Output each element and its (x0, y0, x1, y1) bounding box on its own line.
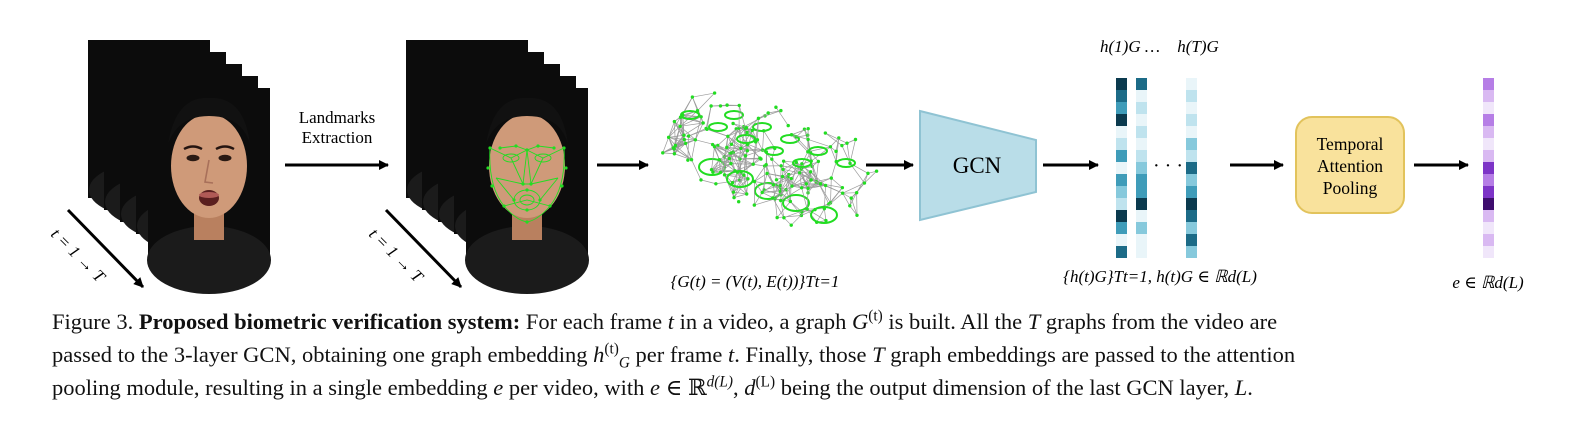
math-var: e (493, 375, 504, 400)
math-var: t (727, 342, 735, 367)
time-arrow (66, 208, 145, 289)
time-axis-label: t = 1 → T (47, 224, 110, 287)
caption-text: , (733, 375, 745, 400)
caption-text: passed to the 3-layer GCN, obtaining one… (52, 342, 594, 367)
temporal-attention-pooling-block: Temporal Attention Pooling (1295, 116, 1405, 214)
math-sup: (t) (604, 340, 619, 358)
math-var: G (852, 309, 869, 334)
caption-text: graph embeddings are passed to the atten… (884, 342, 1296, 367)
output-label: e ∈ ℝd(L) (1452, 273, 1524, 292)
math-var: h (593, 342, 605, 367)
landmarks-label-line1: Landmarks (299, 108, 375, 127)
time-axis-label: t = 1 → T (365, 224, 428, 287)
math-sup: (L) (755, 373, 776, 391)
embedding-column (1116, 78, 1197, 258)
caption-text: in a video, a graph (673, 309, 853, 334)
math-sub: G (618, 354, 630, 372)
embedding-top-label-first: h(1)G … (1100, 37, 1160, 56)
caption-text: being the output dimension of the last G… (775, 375, 1235, 400)
caption-text: is built. All the (882, 309, 1028, 334)
caption-text: . (1247, 375, 1253, 400)
pooling-label-line2: Attention (1317, 156, 1383, 176)
caption-text: ∈ ℝ (660, 375, 707, 400)
caption-text: per video, with (503, 375, 651, 400)
math-sup: d(L) (706, 373, 734, 391)
figure-caption: Figure 3. Proposed biometric verificatio… (52, 305, 1532, 404)
output-embedding-column (1483, 78, 1494, 258)
math-var: L (1234, 375, 1248, 400)
gcn-label: GCN (953, 153, 1002, 178)
gcn-block: GCN (919, 109, 1037, 222)
pooling-label-line3: Pooling (1323, 178, 1378, 198)
face-frame-stack (86, 38, 271, 294)
caption-title: Proposed biometric verification system: (138, 309, 521, 334)
embedding-top-label-last: h(T)G (1177, 37, 1219, 56)
landmark-graph (661, 91, 879, 227)
caption-text: pooling module, resulting in a single em… (52, 375, 494, 400)
pooling-label-line1: Temporal (1317, 134, 1384, 154)
caption-text: per frame (629, 342, 728, 367)
math-var: t (667, 309, 674, 334)
landmarks-label-line2: Extraction (302, 128, 373, 147)
embedding-vector (1116, 78, 1127, 258)
embedding-set-label: {h(t)G}Tt=1, h(t)G ∈ ℝd(L) (1063, 267, 1257, 286)
face-landmark-stack (404, 38, 589, 294)
math-var: e (650, 375, 661, 400)
embedding-vector (1186, 78, 1197, 258)
face-graph (771, 131, 879, 227)
math-sup: (t) (868, 307, 883, 325)
math-var: d (744, 375, 756, 400)
math-var: T (1027, 309, 1041, 334)
graph-set-label: {G(t) = (V(t), E(t))}Tt=1 (671, 272, 840, 291)
figure-label: Figure 3. (52, 309, 134, 334)
caption-text: graphs from the video are (1040, 309, 1278, 334)
caption-line-3: pooling module, resulting in a single em… (52, 371, 1532, 404)
caption-line-1: Figure 3. Proposed biometric verificatio… (52, 305, 1532, 338)
pipeline-diagram: t = 1 → T Landmarks Extraction (47, 37, 1524, 294)
face-graph (745, 126, 845, 220)
caption-text: For each frame (520, 309, 668, 334)
caption-line-2: passed to the 3-layer GCN, obtaining one… (52, 338, 1532, 371)
embedding-dots: · · · (1153, 155, 1183, 177)
embedding-vector (1136, 78, 1147, 258)
time-arrow (384, 208, 463, 289)
caption-text: . Finally, those (734, 342, 873, 367)
math-var: T (872, 342, 885, 367)
